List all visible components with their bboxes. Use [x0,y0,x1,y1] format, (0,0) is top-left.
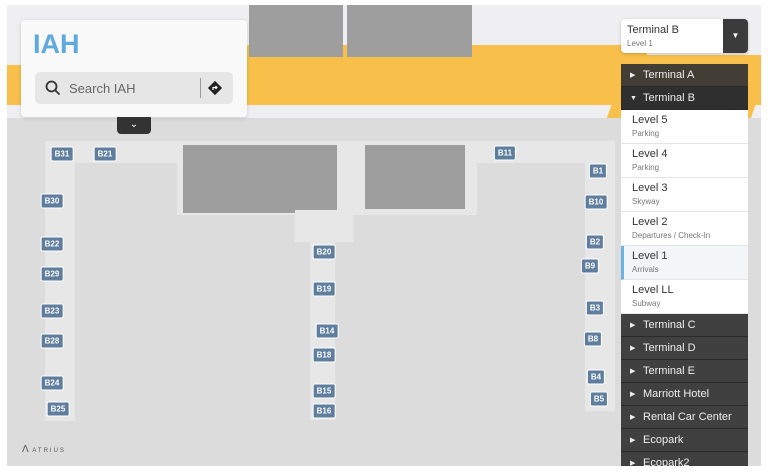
building-terminal-b[interactable]: ▼ Terminal B [621,87,748,110]
caret-right-icon: ▶ [630,437,636,444]
level-3[interactable]: Level 3 Skyway [621,178,748,212]
building-label: Terminal A [643,69,695,81]
level-name: Level 1 [632,250,668,262]
gate-marker-b18[interactable]: B18 [312,347,336,363]
gate-marker-b25[interactable]: B25 [46,401,70,417]
caret-right-icon: ▶ [630,391,636,398]
chevron-down-icon: ⌄ [129,119,139,130]
caret-right-icon: ▶ [630,345,636,352]
building-label: Terminal D [643,342,696,354]
caret-down-icon[interactable]: ▼ [723,19,748,53]
gate-marker-b31[interactable]: B31 [50,146,74,162]
building-label: Terminal B [643,92,695,104]
gate-marker-b4[interactable]: B4 [586,369,606,385]
concourse [585,141,615,411]
search-placeholder: Search IAH [69,81,136,96]
collapse-panel-button[interactable]: ⌄ [117,117,151,134]
airport-title: IAH [33,29,80,59]
logo-mark-icon: Λ [22,444,29,455]
gate-marker-b22[interactable]: B22 [40,236,64,252]
level-desc: Parking [632,163,660,172]
building-label: Terminal C [643,319,696,331]
gate-marker-b28[interactable]: B28 [40,333,64,349]
gate-marker-b19[interactable]: B19 [312,281,336,297]
gate-marker-b3[interactable]: B3 [585,300,605,316]
level-1[interactable]: Level 1 Arrivals [621,246,748,280]
caret-right-icon: ▶ [630,414,636,421]
caret-right-icon: ▶ [630,72,636,79]
gate-marker-b21[interactable]: B21 [93,146,117,162]
level-desc: Departures / Check-In [632,231,711,240]
caret-right-icon: ▶ [630,368,636,375]
gate-marker-b29[interactable]: B29 [40,266,64,282]
gate-marker-b5[interactable]: B5 [589,391,609,407]
gate-marker-b20[interactable]: B20 [312,244,336,260]
level-name: Level 3 [632,182,668,194]
gate-marker-b11[interactable]: B11 [493,145,517,161]
gate-marker-b14[interactable]: B14 [315,323,339,339]
level-name: Level 5 [632,114,668,126]
search-input[interactable]: Search IAH [35,72,233,104]
gate-marker-b8[interactable]: B8 [583,331,603,347]
building-terminal-c[interactable]: ▶ Terminal C [621,314,748,337]
gate-marker-b2[interactable]: B2 [585,234,605,250]
divider [200,78,201,98]
gate-marker-b10[interactable]: B10 [584,194,608,210]
caret-right-icon: ▶ [630,322,636,329]
building-terminal-a[interactable]: ▶ Terminal A [621,64,748,87]
search-panel: IAH Search IAH [21,20,247,117]
level-desc: Subway [632,299,661,308]
building-label: Marriott Hotel [643,388,710,400]
gate-marker-b24[interactable]: B24 [40,375,64,391]
building-label: Rental Car Center [643,411,732,423]
search-icon [45,80,61,96]
terminal-hall [295,210,353,242]
gate-marker-b1[interactable]: B1 [588,163,608,179]
building [365,145,465,209]
gate-marker-b9[interactable]: B9 [580,258,600,274]
level-4[interactable]: Level 4 Parking [621,144,748,178]
selected-building: Terminal B [627,24,679,36]
building-label: Ecopark [643,434,684,446]
building [249,5,343,57]
building-terminal-d[interactable]: ▶ Terminal D [621,337,748,360]
building-label: Ecopark2 [643,457,690,466]
building-terminal-e[interactable]: ▶ Terminal E [621,360,748,383]
building-ecopark[interactable]: ▶ Ecopark [621,429,748,452]
level-5[interactable]: Level 5 Parking [621,110,748,144]
building-marriott-hotel[interactable]: ▶ Marriott Hotel [621,383,748,406]
level-name: Level 4 [632,148,668,160]
gate-marker-b23[interactable]: B23 [40,303,64,319]
level-dropdown: ▶ Terminal A ▼ Terminal B Level 5 Parking L… [621,64,748,466]
caret-right-icon: ▶ [630,460,636,466]
level-desc: Arrivals [632,265,659,274]
level-name: Level 2 [632,216,668,228]
level-2[interactable]: Level 2 Departures / Check-In [621,212,748,246]
caret-down-icon: ▼ [630,95,637,102]
level-desc: Skyway [632,197,660,206]
directions-icon[interactable] [207,80,223,96]
gate-marker-b15[interactable]: B15 [312,383,336,399]
logo-text: ATRIUS [32,448,66,454]
building-level-selector[interactable]: Terminal B Level 1 ▼ [621,19,748,53]
building-label: Terminal E [643,365,695,377]
level-ll[interactable]: Level LL Subway [621,280,748,314]
building-rental-car-center[interactable]: ▶ Rental Car Center [621,406,748,429]
level-name: Level LL [632,284,674,296]
atrius-logo: Λ ATRIUS [22,444,66,455]
building [347,5,472,57]
level-desc: Parking [632,129,660,138]
building-ecopark2[interactable]: ▶ Ecopark2 [621,452,748,466]
selected-level: Level 1 [627,39,653,48]
building [183,145,337,213]
gate-marker-b30[interactable]: B30 [40,193,64,209]
gate-marker-b16[interactable]: B16 [312,403,336,419]
